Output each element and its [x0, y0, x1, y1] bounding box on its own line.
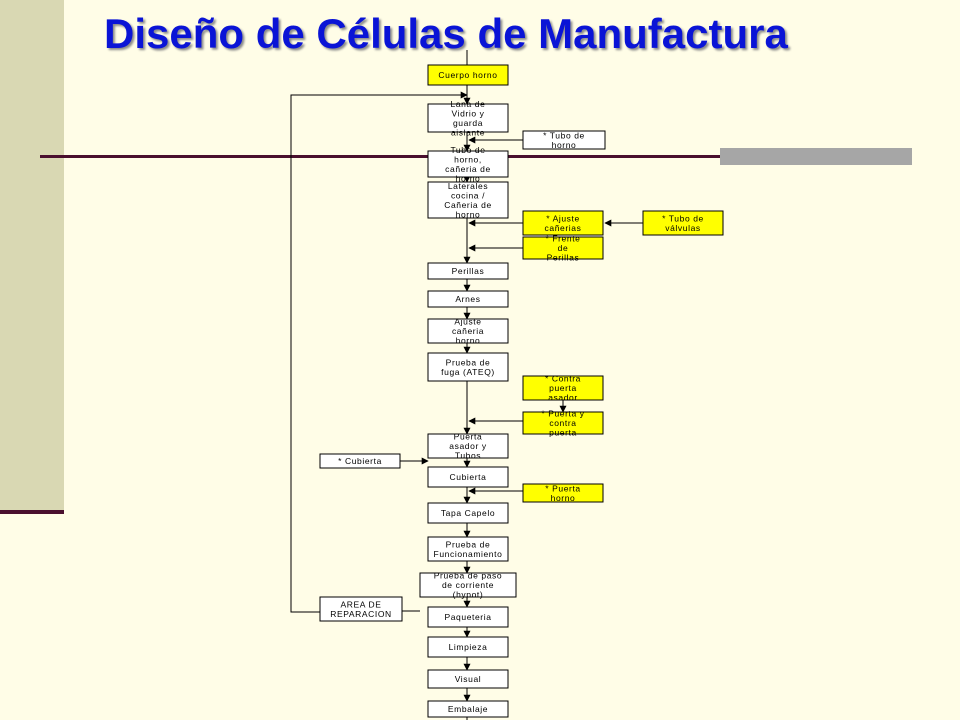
node-box: [427, 502, 509, 524]
node-box: [427, 150, 509, 178]
node-box: [427, 669, 509, 689]
process-step-paqueteria: Paqueteria: [427, 606, 509, 628]
node-box: [427, 103, 509, 133]
node-label: Tapa Capelo: [441, 508, 495, 518]
node-box: [419, 572, 517, 598]
node-box: [642, 210, 724, 236]
side-decor-rule: [0, 510, 64, 514]
node-box: [319, 596, 403, 622]
node-box: [427, 433, 509, 459]
node-box: [522, 411, 604, 435]
feed-f-cubierta: * Cubierta: [319, 453, 401, 469]
process-step-cubierta: Cubierta: [427, 466, 509, 488]
process-step-embalaje: Embalaje: [427, 700, 509, 718]
node-label: Embalaje: [448, 704, 488, 714]
node-label: Paqueteria: [444, 612, 491, 622]
node-box: [427, 466, 509, 488]
node-label: Cubierta: [450, 472, 487, 482]
node-box: [427, 181, 509, 219]
process-step-perillas: Perillas: [427, 262, 509, 280]
node-box: [522, 483, 604, 503]
node-box: [427, 262, 509, 280]
node-box: [427, 636, 509, 658]
node-box: [427, 290, 509, 308]
node-label: Cuerpo horno: [438, 70, 497, 80]
node-label: Limpieza: [449, 642, 488, 652]
process-step-arnes: Arnes: [427, 290, 509, 308]
edge-repair-loop: [290, 91, 468, 613]
node-label: Visual: [455, 674, 482, 684]
node-box: [427, 606, 509, 628]
process-step-limpieza: Limpieza: [427, 636, 509, 658]
node-box: [427, 700, 509, 718]
node-box: [522, 210, 604, 236]
slide-title: Diseño de Células de Manufactura: [104, 10, 788, 57]
flow-edges: [290, 50, 643, 720]
process-step-visual: Visual: [427, 669, 509, 689]
title-divider-accent: [720, 148, 912, 165]
node-box: [522, 375, 604, 401]
node-label: Arnes: [455, 294, 480, 304]
node-box: [319, 453, 401, 469]
side-decor-band: [0, 0, 64, 512]
node-box: [522, 130, 606, 150]
node-label: * Cubierta: [338, 456, 382, 466]
node-box: [427, 352, 509, 382]
node-box: [522, 236, 604, 260]
node-box: [427, 64, 509, 86]
node-box: [427, 536, 509, 562]
node-box: [427, 318, 509, 344]
process-step-cuerpo: Cuerpo horno: [427, 64, 509, 86]
process-step-tapa: Tapa Capelo: [427, 502, 509, 524]
node-label: Perillas: [452, 266, 485, 276]
